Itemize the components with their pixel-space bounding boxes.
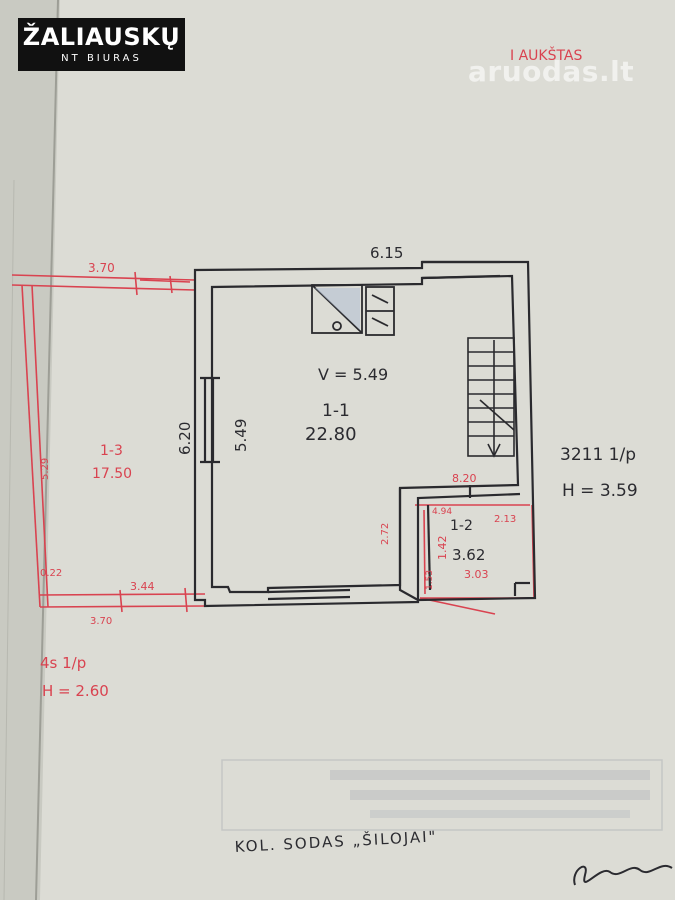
logo: ŽALIAUSKŲ NT BIURAS (18, 18, 185, 71)
room-small-area: 3.62 (452, 546, 485, 564)
dim-stair-offset: 8.20 (452, 472, 477, 485)
logo-title: ŽALIAUSKŲ (22, 23, 181, 51)
faded-stamp (221, 759, 663, 831)
room-main-volume: V = 5.49 (318, 365, 388, 384)
staircase (467, 337, 515, 458)
dim-small-room-b: 2.13 (494, 514, 516, 525)
dim-annex-bottom-b: 3.70 (90, 616, 112, 627)
dim-annex-side: 5.29 (40, 458, 51, 480)
dim-top-width: 6.15 (370, 244, 403, 262)
dim-small-room-d: 1.53 (425, 570, 435, 590)
floor-label: I AUKŠTAS (510, 46, 583, 64)
dim-small-room-width: 3.03 (464, 568, 489, 581)
chimney-block (311, 284, 395, 336)
dim-small-room-c: 2.72 (380, 523, 391, 545)
dim-annex-bottom-left: 0.22 (40, 568, 62, 579)
room-annex-area: 17.50 (92, 466, 132, 482)
annex-outline (11, 271, 206, 613)
building-code: 3211 1/p (560, 445, 636, 465)
building-walls (193, 260, 537, 608)
watermark: aruodas.lt (468, 55, 635, 88)
dim-small-room-a: 4.94 (432, 507, 452, 517)
dim-small-room-e: 1.42 (436, 536, 449, 561)
dim-annex-bottom-a: 3.44 (130, 580, 155, 593)
room-main-id: 1-1 (322, 401, 350, 421)
dim-annex-top: 3.70 (88, 261, 115, 275)
dim-inner-height: 5.49 (232, 419, 250, 452)
room-small-id: 1-2 (450, 518, 473, 534)
logo-subtitle: NT BIURAS (61, 53, 142, 64)
building-height: H = 3.59 (562, 481, 638, 501)
dim-left-height: 6.20 (176, 422, 194, 455)
room-annex-id: 1-3 (100, 443, 123, 459)
building-annex-code: 4s 1/p (40, 654, 86, 672)
building-annex-height: H = 2.60 (42, 682, 109, 700)
room-main-area: 22.80 (305, 424, 357, 445)
signature (573, 865, 673, 886)
